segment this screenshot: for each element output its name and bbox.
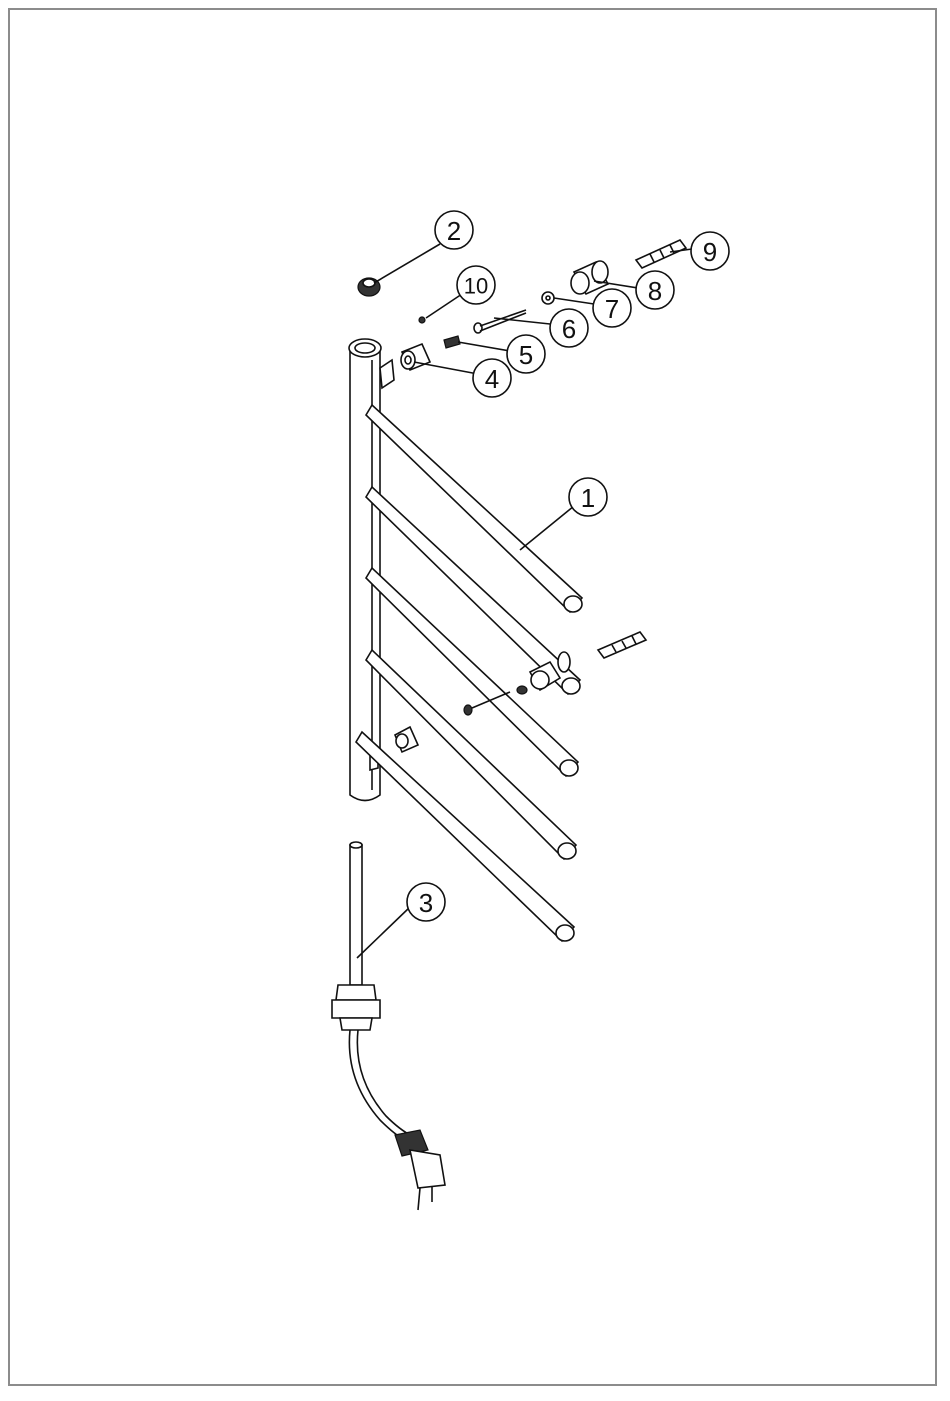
part-10-grub-screw <box>419 317 425 323</box>
callout-5: 5 <box>507 335 545 373</box>
part-7-washer <box>542 292 554 304</box>
callout-6: 6 <box>550 309 588 347</box>
callout-2-label: 2 <box>447 216 461 246</box>
callout-3-label: 3 <box>419 888 433 918</box>
callout-9: 9 <box>691 232 729 270</box>
callout-6-label: 6 <box>562 314 576 344</box>
callout-5-label: 5 <box>519 340 533 370</box>
callout-1-label: 1 <box>581 483 595 513</box>
callout-10-label: 10 <box>464 274 488 299</box>
callout-4-label: 4 <box>485 364 499 394</box>
callout-10: 10 <box>457 266 495 304</box>
callout-7: 7 <box>593 289 631 327</box>
part-9-wall-plug <box>636 240 686 268</box>
part-8-bracket-cup <box>571 261 608 294</box>
part-6-long-screw <box>474 310 526 333</box>
lower-mounting-hardware <box>395 632 646 752</box>
callout-8: 8 <box>636 271 674 309</box>
callout-4: 4 <box>473 359 511 397</box>
callout-3: 3 <box>407 883 445 921</box>
callout-2: 2 <box>435 211 473 249</box>
part-4-sleeve <box>401 344 430 370</box>
callout-7-label: 7 <box>605 294 619 324</box>
part-5-short-screw <box>444 336 460 348</box>
callout-8-label: 8 <box>648 276 662 306</box>
callout-1: 1 <box>569 478 607 516</box>
callout-9-label: 9 <box>703 237 717 267</box>
